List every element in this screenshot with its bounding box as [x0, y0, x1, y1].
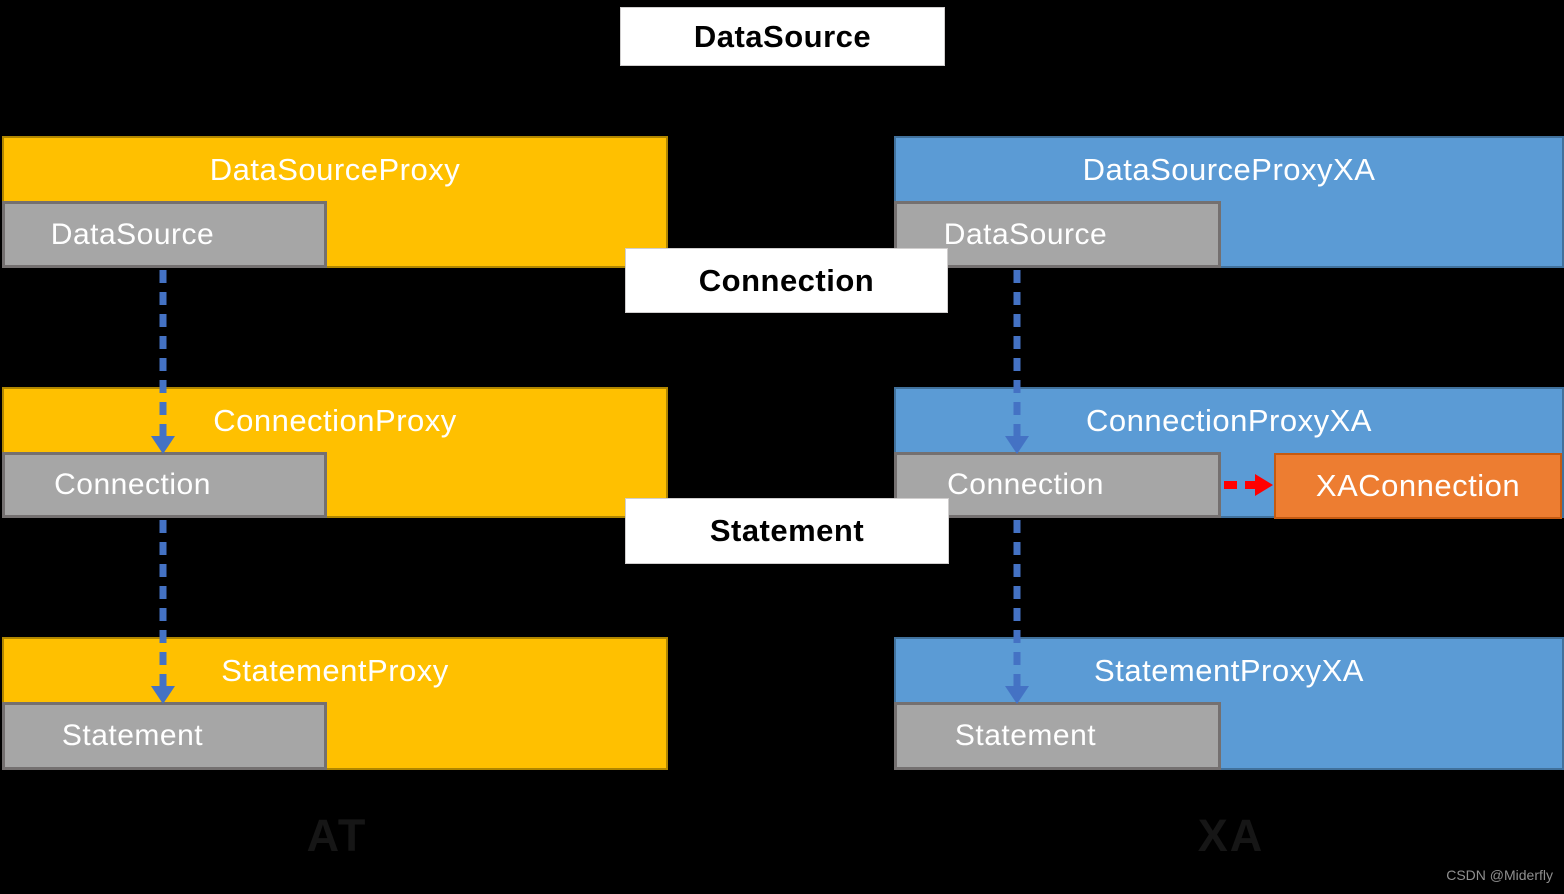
at-statement-inner-box: Statement	[2, 702, 327, 770]
xa-datasource-proxy-title: DataSourceProxyXA	[1082, 152, 1376, 187]
xa-datasource-inner-box: DataSource	[894, 201, 1221, 268]
at-datasource-inner-box: DataSource	[2, 201, 327, 268]
at-datasource-proxy-title: DataSourceProxy	[209, 152, 461, 187]
xa-mode-label: XA	[1197, 810, 1265, 861]
xa-statement-inner-box: Statement	[894, 702, 1221, 770]
at-connection-inner-box: Connection	[2, 452, 327, 518]
at-connection-proxy-title: ConnectionProxy	[213, 403, 457, 438]
at-connection-proxy-box: ConnectionProxy	[2, 387, 668, 518]
connection-interface-label: Connection	[625, 248, 948, 313]
statement-interface-label: Statement	[625, 498, 949, 564]
xa-statement-proxy-title: StatementProxyXA	[1094, 653, 1364, 688]
watermark: CSDN @Miderfly	[1446, 867, 1553, 883]
xa-connection-proxy-title: ConnectionProxyXA	[1086, 403, 1372, 438]
xa-connection-box: XAConnection	[1274, 453, 1562, 519]
datasource-interface-label: DataSource	[620, 7, 945, 66]
at-mode-label: AT	[306, 810, 368, 861]
at-statement-proxy-title: StatementProxy	[221, 653, 449, 688]
